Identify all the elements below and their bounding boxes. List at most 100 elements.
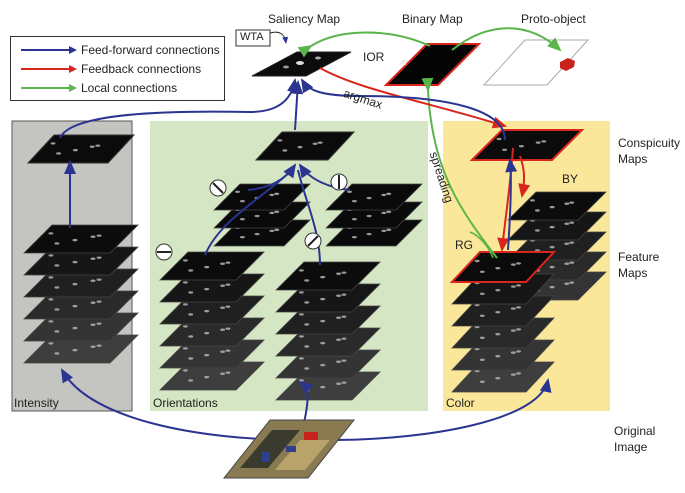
saliency-map-label: Saliency Map xyxy=(268,12,341,26)
map-speck xyxy=(72,348,78,352)
legend-label: Feedback connections xyxy=(81,62,202,76)
map-speck xyxy=(510,373,516,376)
orientation-icon-0 xyxy=(155,243,173,261)
orientation-feature-map xyxy=(159,295,265,325)
map-speck xyxy=(90,235,96,238)
map-speck xyxy=(564,222,570,225)
map-speck xyxy=(564,242,570,245)
map-speck xyxy=(510,285,516,288)
map-speck xyxy=(182,259,188,262)
ior-label: IOR xyxy=(363,50,385,64)
map-speck xyxy=(54,330,60,333)
map-speck xyxy=(516,306,522,309)
map-speck xyxy=(225,261,231,264)
map-speck xyxy=(549,265,555,269)
map-speck xyxy=(48,298,54,301)
map-speck xyxy=(347,190,352,193)
orientation-feature-map xyxy=(275,283,381,313)
map-speck xyxy=(479,336,485,339)
map-speck xyxy=(569,261,575,264)
map-speck xyxy=(541,140,547,143)
map-speck xyxy=(239,217,245,221)
map-speck xyxy=(225,349,231,352)
map-speck xyxy=(549,205,555,209)
map-speck xyxy=(188,291,194,294)
orientation-feature-map xyxy=(159,251,265,281)
map-speck xyxy=(320,341,326,345)
map-speck xyxy=(72,326,78,330)
map-speck xyxy=(90,323,96,326)
map-speck xyxy=(534,229,540,232)
map-speck xyxy=(274,210,280,214)
map-speck xyxy=(304,279,310,282)
map-speck xyxy=(48,320,54,323)
binary-map xyxy=(383,43,482,86)
map-speck xyxy=(182,325,188,328)
map-speck xyxy=(54,286,60,289)
map-speck xyxy=(351,235,357,239)
map-speck xyxy=(188,313,194,316)
map-speck xyxy=(495,377,501,380)
map-speck xyxy=(320,319,326,323)
map-speck xyxy=(204,353,210,357)
orientation-icon-135 xyxy=(304,232,322,250)
map-speck xyxy=(549,285,555,289)
map-stacks xyxy=(23,129,607,401)
map-speck xyxy=(569,201,575,204)
legend-label: Local connections xyxy=(81,81,178,95)
map-speck xyxy=(298,335,304,338)
map-speck xyxy=(188,269,194,272)
map-speck xyxy=(277,139,283,142)
map-speck xyxy=(336,338,342,341)
saliency-map xyxy=(251,51,352,77)
map-speck xyxy=(341,315,347,318)
map-speck xyxy=(534,209,540,212)
map-speck xyxy=(269,193,275,197)
map-speck xyxy=(220,350,226,353)
map-speck xyxy=(366,196,372,200)
orientation-feature-map xyxy=(275,349,381,379)
map-speck xyxy=(48,232,54,235)
original-image xyxy=(222,419,356,479)
map-speck xyxy=(341,337,347,340)
map-speck xyxy=(304,323,310,326)
map-speck xyxy=(269,211,275,215)
map-speck xyxy=(225,327,231,330)
map-speck xyxy=(282,149,288,152)
orientation-feature-map xyxy=(325,183,423,211)
intensity-panel-label: Intensity xyxy=(14,396,59,410)
map-speck xyxy=(569,281,575,284)
map-speck xyxy=(56,152,62,155)
map-speck xyxy=(298,269,304,272)
orientation-icon-90 xyxy=(330,173,348,191)
map-speck xyxy=(72,304,78,308)
map-speck xyxy=(569,241,575,244)
map-speck xyxy=(204,309,210,313)
feature-maps-label-line2: Maps xyxy=(618,266,648,280)
rg-feature-map xyxy=(449,251,557,283)
map-speck xyxy=(479,292,485,295)
map-speck xyxy=(96,344,102,347)
map-speck xyxy=(48,254,54,257)
map-speck xyxy=(96,234,102,237)
map-speck xyxy=(381,211,387,215)
map-speck xyxy=(336,360,342,363)
map-speck xyxy=(95,144,101,147)
conspicuity-label-line2: Maps xyxy=(618,152,648,166)
map-speck xyxy=(304,345,310,348)
map-speck xyxy=(496,137,502,141)
map-speck xyxy=(312,142,318,145)
map-speck xyxy=(381,229,387,233)
intensity-conspicuity-map xyxy=(26,134,136,164)
map-speck xyxy=(320,363,326,367)
intensity-feature-map xyxy=(23,312,139,342)
map-speck xyxy=(72,148,78,152)
map-speck xyxy=(96,278,102,281)
map-speck xyxy=(90,301,96,304)
intensity-feature-map xyxy=(23,246,139,276)
map-speck xyxy=(220,306,226,309)
map-speck xyxy=(518,145,524,148)
map-speck xyxy=(530,199,535,202)
map-speck xyxy=(54,264,60,267)
map-speck xyxy=(182,281,188,284)
